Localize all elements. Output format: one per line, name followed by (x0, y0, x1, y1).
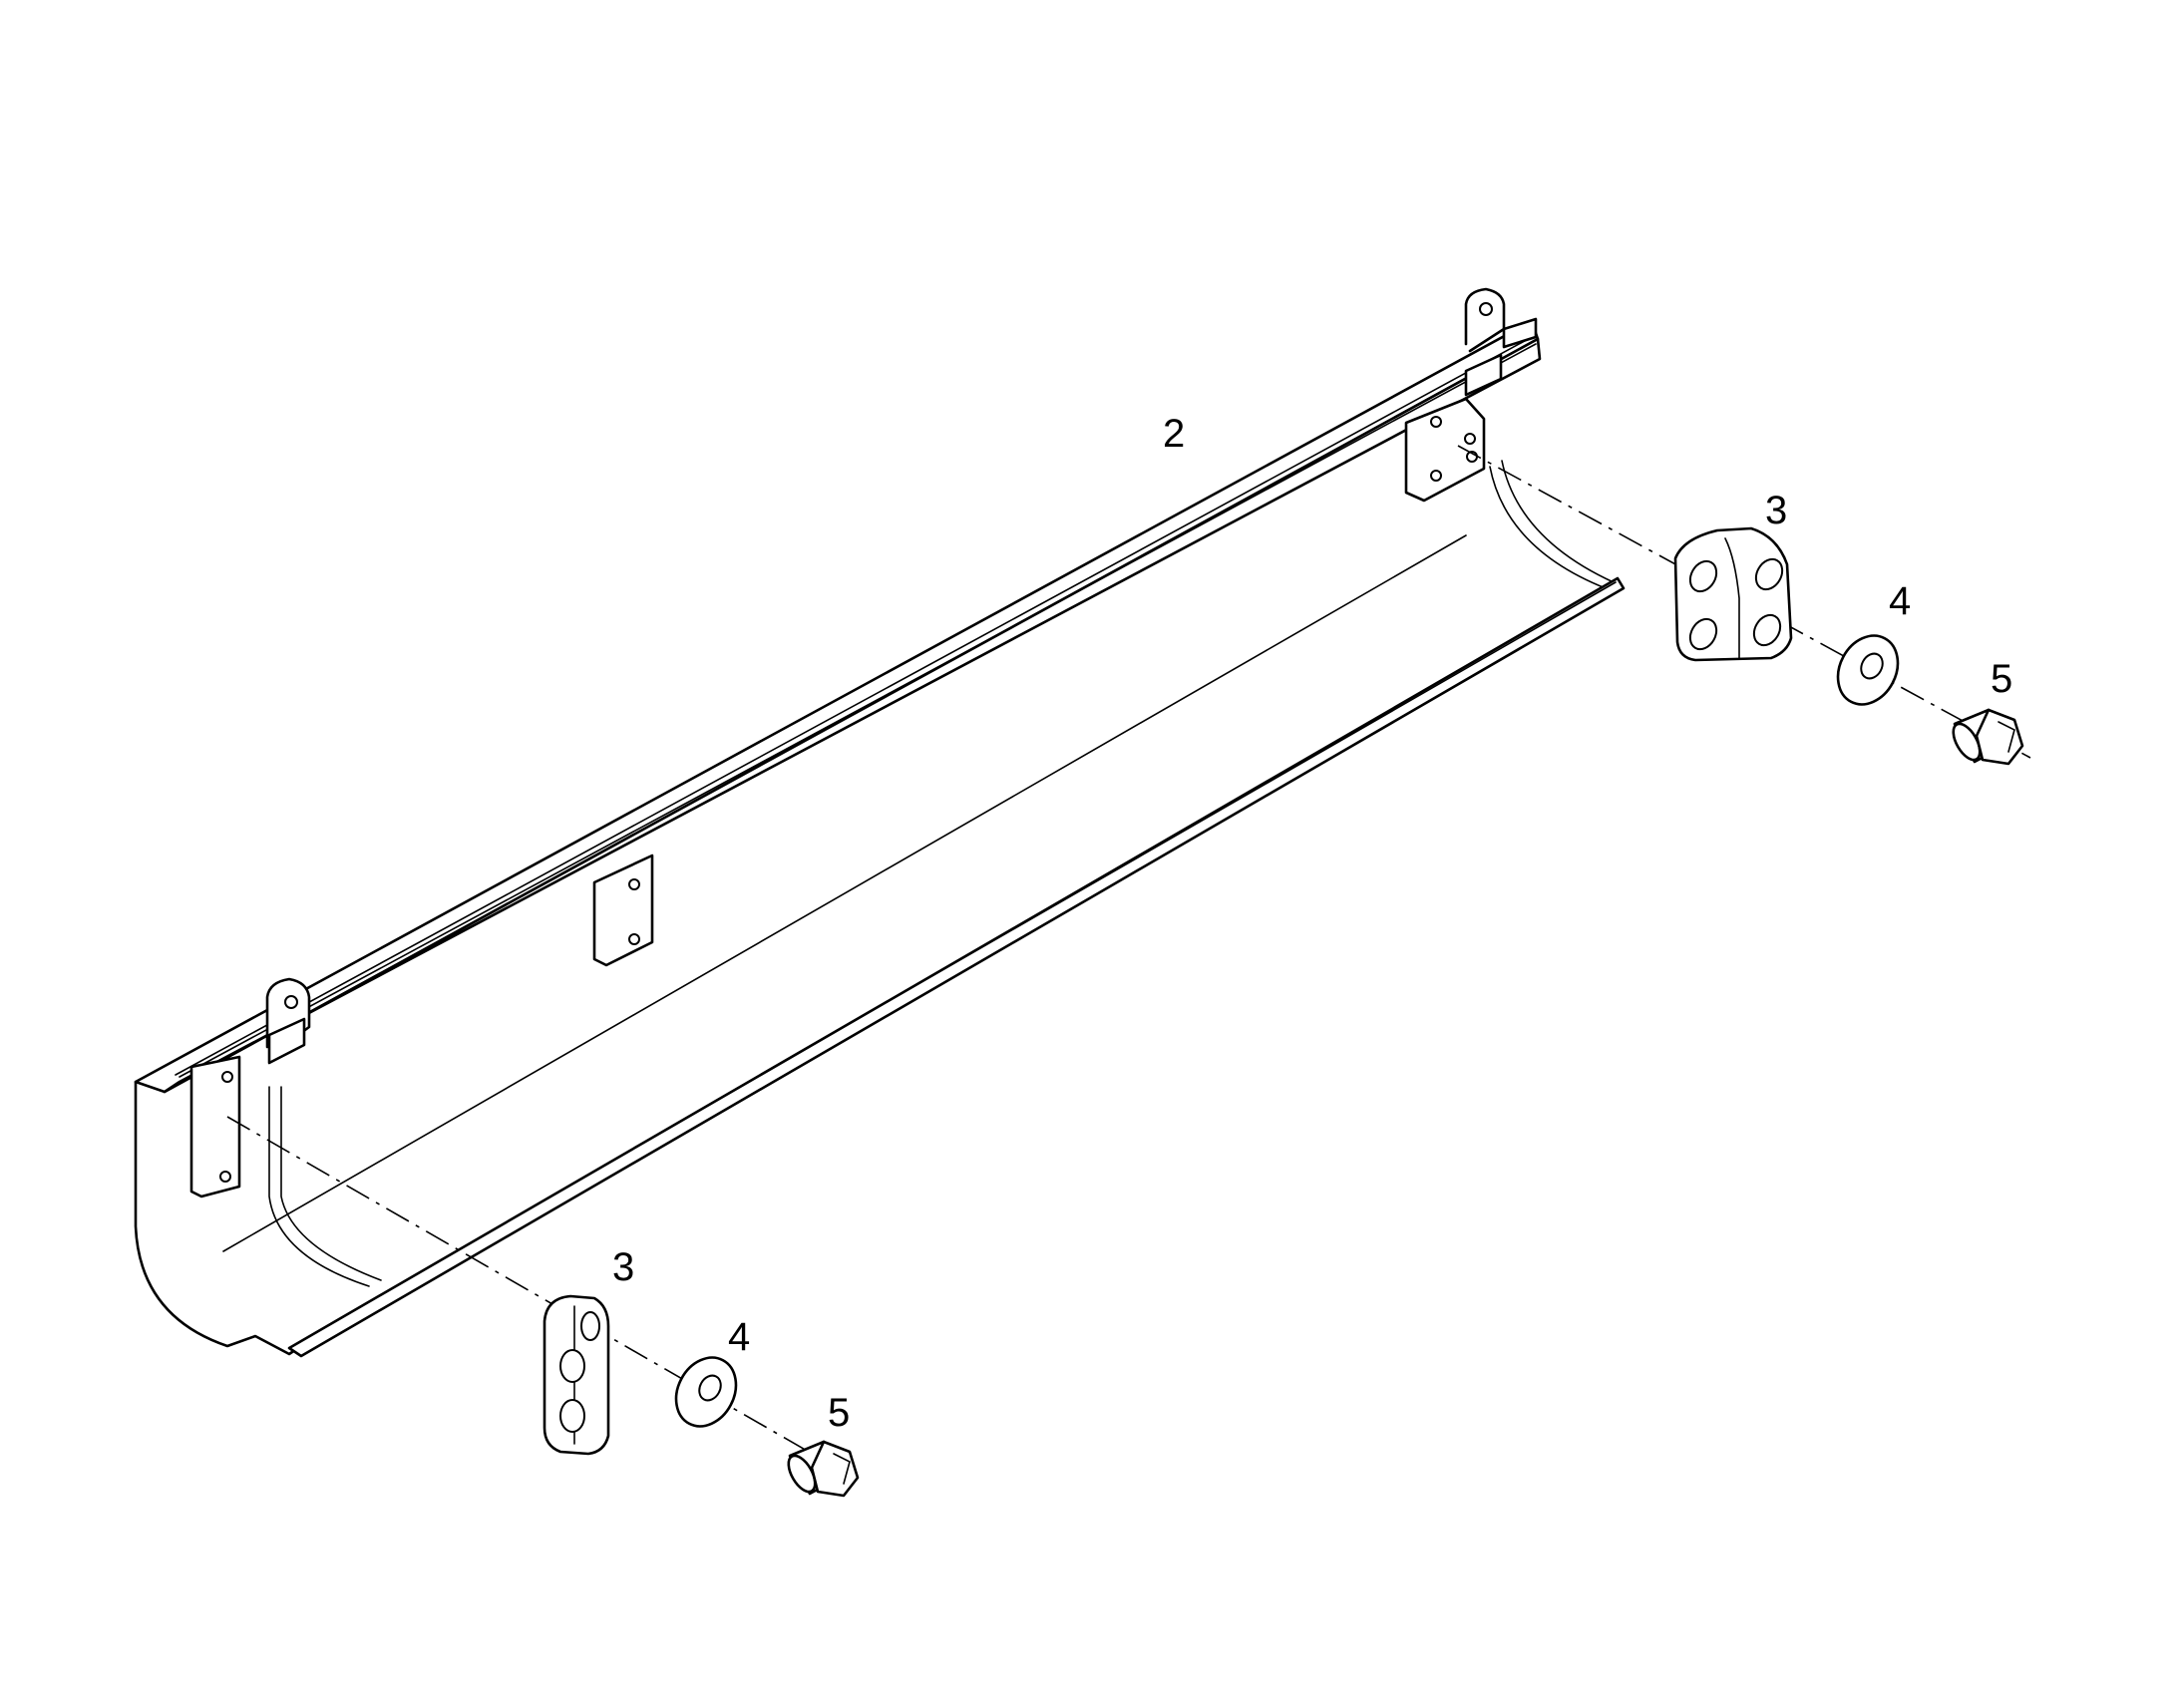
washer-right (1836, 634, 1900, 706)
washer-left (674, 1356, 738, 1428)
bolt-left (787, 1440, 860, 1498)
callout-5-right: 5 (1991, 657, 2012, 701)
callout-3-right: 3 (1765, 489, 1787, 532)
bolt-right (1952, 708, 2024, 766)
callout-4-left: 4 (728, 1315, 750, 1359)
gutter-trough (134, 287, 1626, 1358)
bracket-right (1673, 526, 1793, 662)
callouts: 2 3 4 5 3 4 5 (612, 412, 2012, 1435)
callout-3-left: 3 (612, 1245, 634, 1289)
callout-4-right: 4 (1889, 579, 1911, 623)
callout-5-left: 5 (828, 1391, 850, 1435)
bracket-left (543, 1294, 610, 1456)
callout-2: 2 (1163, 412, 1185, 456)
